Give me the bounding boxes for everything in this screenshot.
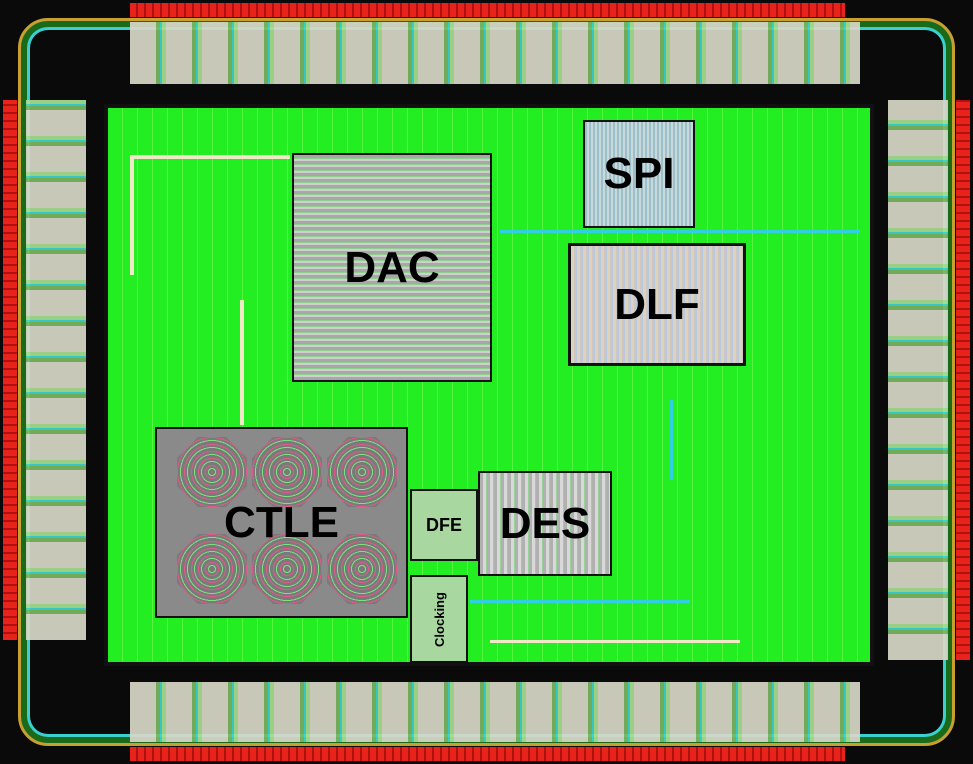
inductor-icon (252, 437, 322, 507)
routing-trace (500, 230, 860, 233)
routing-trace (490, 640, 740, 643)
des-label: DES (499, 498, 591, 548)
inductor-icon (177, 437, 247, 507)
pad-strip-top (130, 3, 845, 17)
clocking-label: Clocking (431, 591, 447, 647)
spi-label: SPI (603, 149, 675, 198)
pad-strip-left (3, 100, 17, 640)
routing-trace (130, 155, 290, 159)
seal-ring (18, 18, 955, 746)
des-block: DES (478, 471, 612, 576)
routing-trace (670, 400, 673, 480)
inductor-icon (327, 437, 397, 507)
dfe-block: DFE (410, 489, 478, 561)
pad-strip-bottom (130, 747, 845, 761)
spi-block: SPI (583, 120, 695, 228)
dlf-label: DLF (614, 279, 700, 329)
routing-trace (130, 155, 134, 275)
inductor-icon (177, 534, 247, 604)
ctle-block: CTLE (155, 427, 408, 618)
dlf-block: DLF (568, 243, 746, 366)
io-pads-bottom (130, 682, 860, 742)
routing-trace (240, 300, 244, 425)
inductor-icon (327, 534, 397, 604)
io-pads-top (130, 22, 860, 84)
dac-block: DAC (292, 153, 492, 382)
routing-trace (470, 600, 690, 603)
inductor-icon (252, 534, 322, 604)
dfe-label: DFE (426, 514, 462, 535)
pad-strip-right (956, 100, 970, 660)
dac-label: DAC (344, 242, 440, 292)
io-pads-right (888, 100, 948, 660)
ctle-label: CTLE (224, 497, 339, 547)
clocking-block: Clocking (410, 575, 468, 663)
io-pads-left (26, 100, 86, 640)
